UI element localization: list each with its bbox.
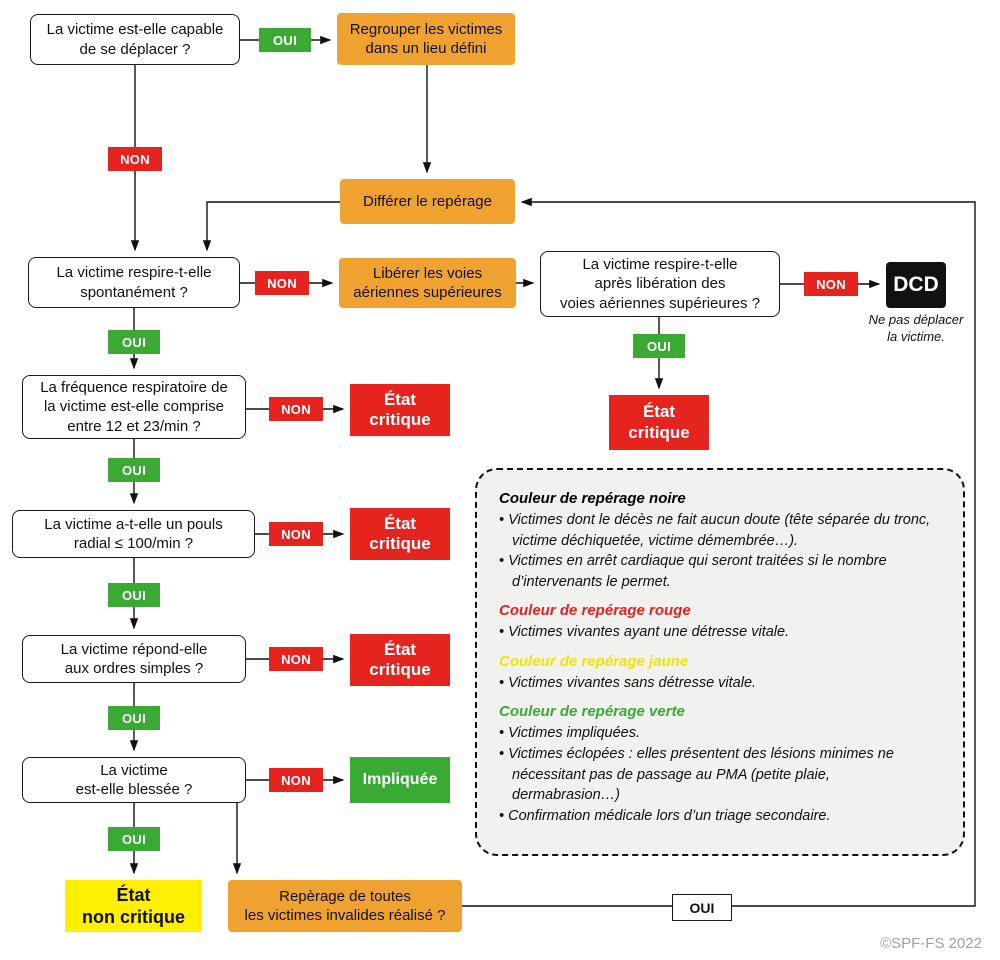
legend-title-yellow: Couleur de repérage jaune	[499, 652, 689, 670]
action-clear-airways: Libérer les voies aériennes supérieures	[339, 258, 516, 308]
legend-title-black: Couleur de repérage noire	[499, 490, 686, 507]
legend-title-green: Couleur de repérage verte	[499, 703, 685, 721]
non-tag: NON	[269, 397, 323, 421]
question-injured: La victime est-elle blessée ?	[22, 757, 246, 803]
oui-return-label: OUI	[672, 894, 732, 921]
question-simple-orders: La victime répond-elle aux ordres simple…	[22, 635, 246, 683]
question-can-move: La victime est-elle capable de se déplac…	[30, 14, 240, 65]
outcome-involved: Impliquée	[350, 757, 450, 803]
legend-item: • Victimes éclopées : elles présentent d…	[499, 746, 894, 804]
oui-tag: OUI	[633, 334, 685, 358]
legend-item: • Victimes vivantes ayant une détresse v…	[499, 624, 790, 641]
dcd-note: Ne pas déplacer la victime.	[868, 312, 964, 344]
non-tag: NON	[108, 147, 162, 171]
outcome-critical: État critique	[609, 395, 709, 450]
non-tag: NON	[269, 522, 323, 546]
oui-tag: OUI	[108, 706, 160, 730]
non-tag: NON	[269, 647, 323, 671]
non-tag: NON	[255, 271, 309, 295]
legend-item: • Victimes vivantes sans détresse vitale…	[499, 674, 757, 691]
action-regroup-victims: Regrouper les victimes dans un lieu défi…	[337, 13, 515, 65]
question-breathing: La victime respire-t-elle spontanément ?	[28, 257, 240, 308]
outcome-deceased: DCD	[886, 262, 946, 308]
oui-tag: OUI	[108, 827, 160, 851]
action-defer-tagging: Différer le repérage	[340, 179, 515, 224]
oui-tag: OUI	[108, 583, 160, 607]
question-respiratory-rate: La fréquence respiratoire de la victime …	[22, 375, 246, 439]
question-breathing-after-airway: La victime respire-t-elle après libérati…	[540, 251, 780, 317]
oui-tag: OUI	[259, 28, 311, 52]
legend-item: • Confirmation médicale lors d’un triage…	[499, 807, 831, 824]
legend-item: • Victimes en arrêt cardiaque qui seront…	[499, 553, 887, 590]
outcome-critical: État critique	[350, 508, 450, 560]
legend-title-red: Couleur de repérage rouge	[499, 602, 691, 620]
oui-tag: OUI	[108, 458, 160, 482]
legend-item: • Victimes dont le décès ne fait aucun d…	[499, 512, 931, 549]
outcome-critical: État critique	[350, 384, 450, 436]
legend-box: Couleur de repérage noire • Victimes don…	[475, 468, 965, 856]
question-radial-pulse: La victime a-t-elle un pouls radial ≤ 10…	[12, 510, 255, 558]
action-invalid-victims-tagged: Repèrage de toutes les victimes invalide…	[228, 880, 462, 932]
oui-tag: OUI	[108, 330, 160, 354]
legend-item: • Victimes impliquées.	[499, 725, 640, 742]
outcome-non-critical: État non critique	[65, 880, 202, 932]
outcome-critical: État critique	[350, 634, 450, 686]
non-tag: NON	[804, 272, 858, 296]
non-tag: NON	[269, 768, 323, 792]
copyright-text: ©SPF-FS 2022	[880, 935, 982, 952]
